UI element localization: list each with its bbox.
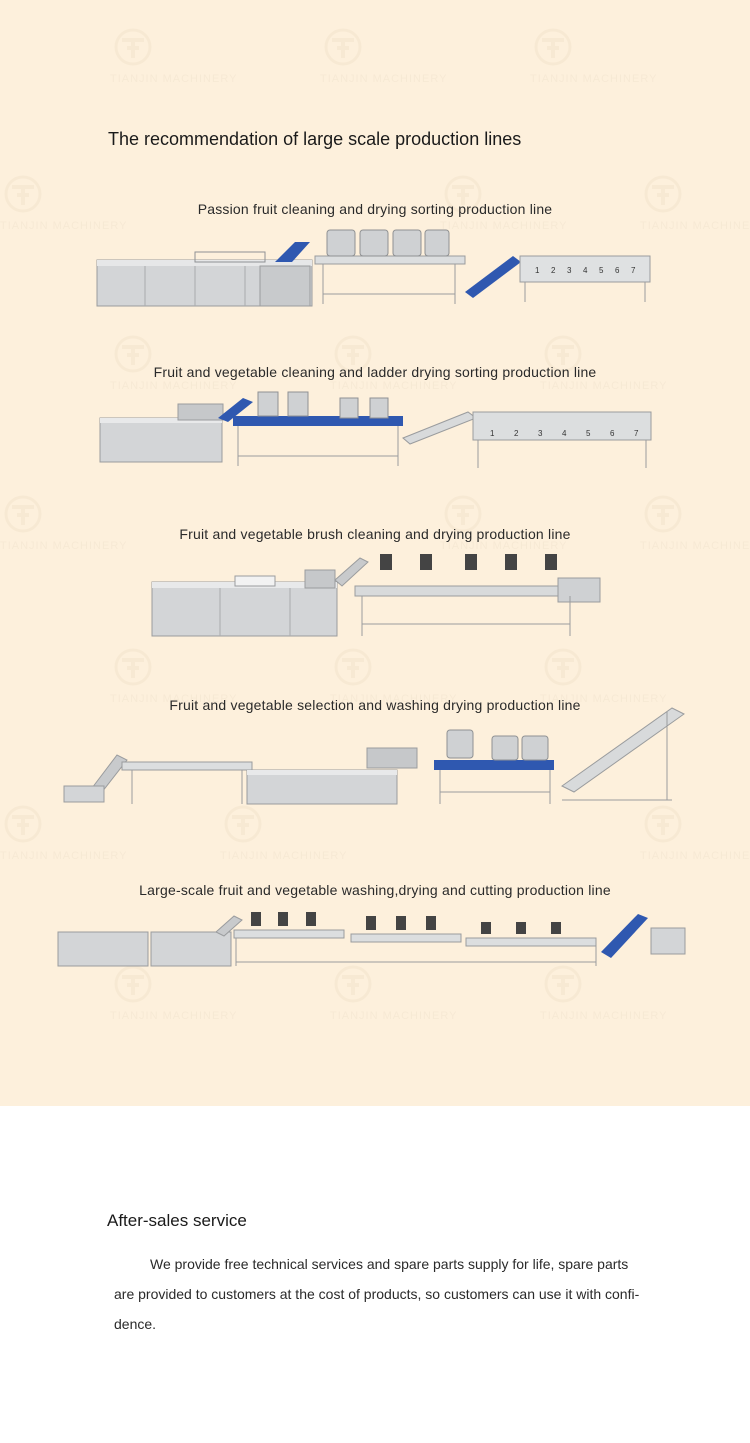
watermark: TIANJIN MACHINERY (330, 335, 457, 392)
after-sales-title: After-sales service (107, 1211, 247, 1230)
production-line-image: 1 2 3 4 5 6 7 (96, 229, 651, 307)
grader-number: 3 (567, 266, 572, 275)
watermark-logo-icon (4, 495, 42, 533)
watermark-logo-icon (544, 335, 582, 373)
grader-number: 6 (615, 266, 620, 275)
watermark: TIANJIN MACHINERY (540, 965, 667, 1022)
watermark: TIANJIN MACHINERY (440, 495, 567, 552)
watermark-logo-icon (334, 648, 372, 686)
watermark: TIANJIN MACHINERY (540, 335, 667, 392)
watermark-logo-icon (644, 495, 682, 533)
grader-number: 1 (535, 266, 540, 275)
watermark: TIANJIN MACHINERY (640, 805, 750, 862)
watermark: TIANJIN MACHINERY (0, 805, 127, 862)
watermark: TIANJIN MACHINERY (220, 805, 347, 862)
after-sales-text: We provide free technical services and s… (114, 1256, 640, 1332)
watermark-logo-icon (444, 175, 482, 213)
watermark: TIANJIN MACHINERY (110, 648, 237, 705)
watermark: TIANJIN MACHINERY (440, 175, 567, 232)
line-caption: Fruit and vegetable cleaning and ladder … (153, 364, 597, 380)
after-sales-section (0, 1106, 750, 1443)
watermark: TIANJIN MACHINERY (540, 648, 667, 705)
watermark: TIANJIN MACHINERY (530, 28, 657, 85)
line-caption: Large-scale fruit and vegetable washing,… (139, 882, 611, 898)
watermark-logo-icon (224, 805, 262, 843)
watermark-logo-icon (544, 965, 582, 1003)
grader-number: 5 (586, 429, 591, 438)
production-line-image (63, 707, 685, 805)
watermark: TIANJIN MACHINERY (330, 648, 457, 705)
grader-number: 6 (610, 429, 615, 438)
line-caption: Passion fruit cleaning and drying sortin… (197, 201, 553, 217)
watermark-logo-icon (114, 965, 152, 1003)
watermark: TIANJIN MACHINERY (110, 28, 237, 85)
grader-number: 3 (538, 429, 543, 438)
grader-number: 1 (490, 429, 495, 438)
watermark-logo-icon (644, 805, 682, 843)
watermark: TIANJIN MACHINERY (330, 965, 457, 1022)
production-line-image: 1 2 3 4 5 6 7 (99, 391, 652, 468)
production-line-image (151, 554, 601, 637)
production-lines-section: TIANJIN MACHINERY TIANJIN MACHINERY TIAN… (0, 0, 750, 1106)
grader-number: 4 (583, 266, 588, 275)
watermark-logo-icon (544, 648, 582, 686)
grader-number: 4 (562, 429, 567, 438)
watermark: TIANJIN MACHINERY (110, 335, 237, 392)
section-title: The recommendation of large scale produc… (108, 129, 522, 149)
watermark: TIANJIN MACHINERY (0, 175, 127, 232)
watermark-logo-icon (324, 28, 362, 66)
watermark: TIANJIN MACHINERY (110, 965, 237, 1022)
grader-number: 2 (514, 429, 519, 438)
watermark-logo-icon (114, 335, 152, 373)
watermark-logo-icon (644, 175, 682, 213)
watermark-logo-icon (114, 648, 152, 686)
watermark: TIANJIN MACHINERY (0, 495, 127, 552)
watermark-logo-icon (534, 28, 572, 66)
watermark: TIANJIN MACHINERY (640, 495, 750, 552)
watermark-logo-icon (334, 965, 372, 1003)
line-caption: Fruit and vegetable brush cleaning and d… (179, 526, 571, 542)
grader-number: 7 (634, 429, 639, 438)
watermark: TIANJIN MACHINERY (640, 175, 750, 232)
grader-number: 2 (551, 266, 556, 275)
watermark-logo-icon (444, 495, 482, 533)
watermark-logo-icon (4, 805, 42, 843)
watermark-logo-icon (4, 175, 42, 213)
production-line-image (57, 912, 686, 967)
line-caption: Fruit and vegetable selection and washin… (169, 697, 581, 713)
watermark-logo-icon (114, 28, 152, 66)
grader-number: 5 (599, 266, 604, 275)
watermark: TIANJIN MACHINERY (320, 28, 447, 85)
watermark-logo-icon (334, 335, 372, 373)
grader-number: 7 (631, 266, 636, 275)
